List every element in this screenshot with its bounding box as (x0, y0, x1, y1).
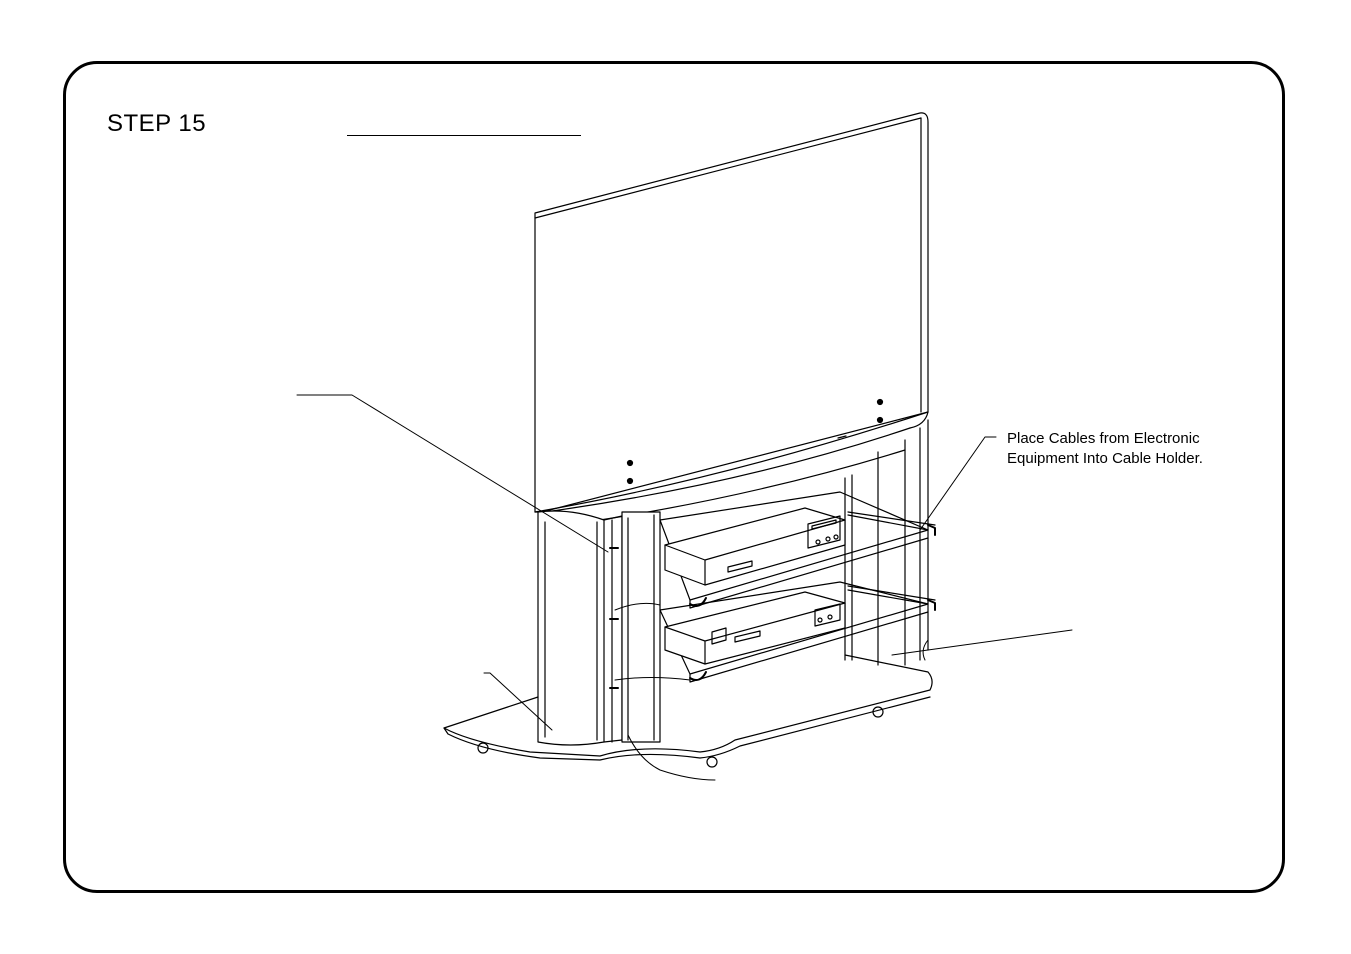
callout-line-2: Equipment Into Cable Holder. (1007, 450, 1203, 467)
stand-base (444, 655, 932, 767)
step-title: STEP 15 (107, 110, 207, 137)
callout-line-1: Place Cables from Electronic (1007, 430, 1200, 447)
instruction-frame (63, 61, 1285, 893)
right-uprights (845, 420, 928, 665)
center-tower (622, 512, 660, 742)
bottom-shelf (660, 582, 935, 682)
title-underline (347, 135, 581, 136)
tv-back-panel (535, 113, 928, 512)
cable-callout-text: Place Cables from Electronic Equipment I… (1007, 429, 1203, 469)
cables (615, 603, 928, 780)
leader-lines (297, 395, 1072, 730)
top-shelf (660, 492, 935, 608)
left-tower (538, 511, 622, 745)
